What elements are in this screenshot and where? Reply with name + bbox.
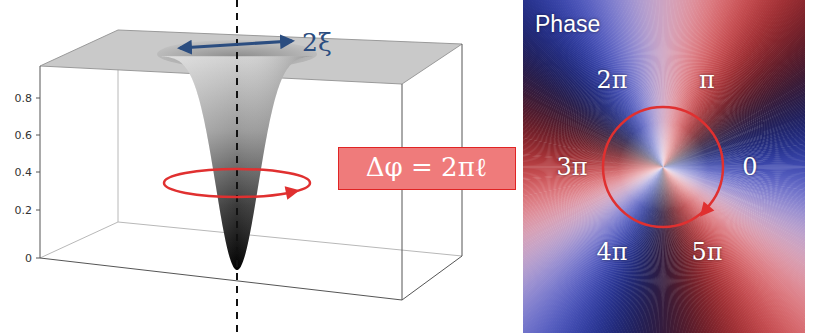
tick-label: 0.8 — [15, 93, 33, 104]
phase-panel: Phase 2π π 3π 0 4π 5π — [523, 0, 805, 333]
phase-value: π — [699, 68, 715, 92]
vortex-axis — [236, 0, 238, 333]
box-edge — [40, 258, 402, 300]
tick-mark — [36, 135, 40, 136]
tick-mark — [36, 172, 40, 173]
box-edge — [40, 222, 118, 258]
tick-label: 0 — [25, 253, 32, 264]
phase-value: 0 — [742, 155, 757, 179]
tick-label: 0.6 — [15, 130, 33, 141]
phase-center — [618, 122, 708, 212]
box-edge — [402, 256, 462, 300]
width-arrow — [180, 41, 292, 48]
formula-box: Δφ = 2πℓ — [338, 147, 516, 190]
dimension-label: 2ξ — [302, 30, 332, 55]
phase-value: 2π — [596, 68, 627, 92]
tick-label: 0.4 — [15, 167, 33, 178]
phase-colors — [523, 0, 805, 333]
box-edge — [402, 84, 403, 300]
phase-value: 3π — [556, 155, 587, 179]
formula-label: Δφ = 2πℓ — [366, 153, 487, 183]
tick-mark — [36, 210, 40, 211]
tick-label: 0.2 — [15, 205, 33, 216]
phase-value: 4π — [596, 240, 627, 264]
tick-mark — [36, 258, 40, 259]
panel-title: Phase — [535, 13, 600, 36]
box-edge — [118, 222, 462, 256]
circulation-arrowhead — [285, 183, 301, 199]
phase-loop — [603, 107, 723, 227]
phase-loop-arrowhead — [695, 202, 715, 222]
phase-value: 5π — [691, 240, 722, 264]
tick-mark — [36, 98, 40, 99]
axis-line — [40, 66, 41, 258]
